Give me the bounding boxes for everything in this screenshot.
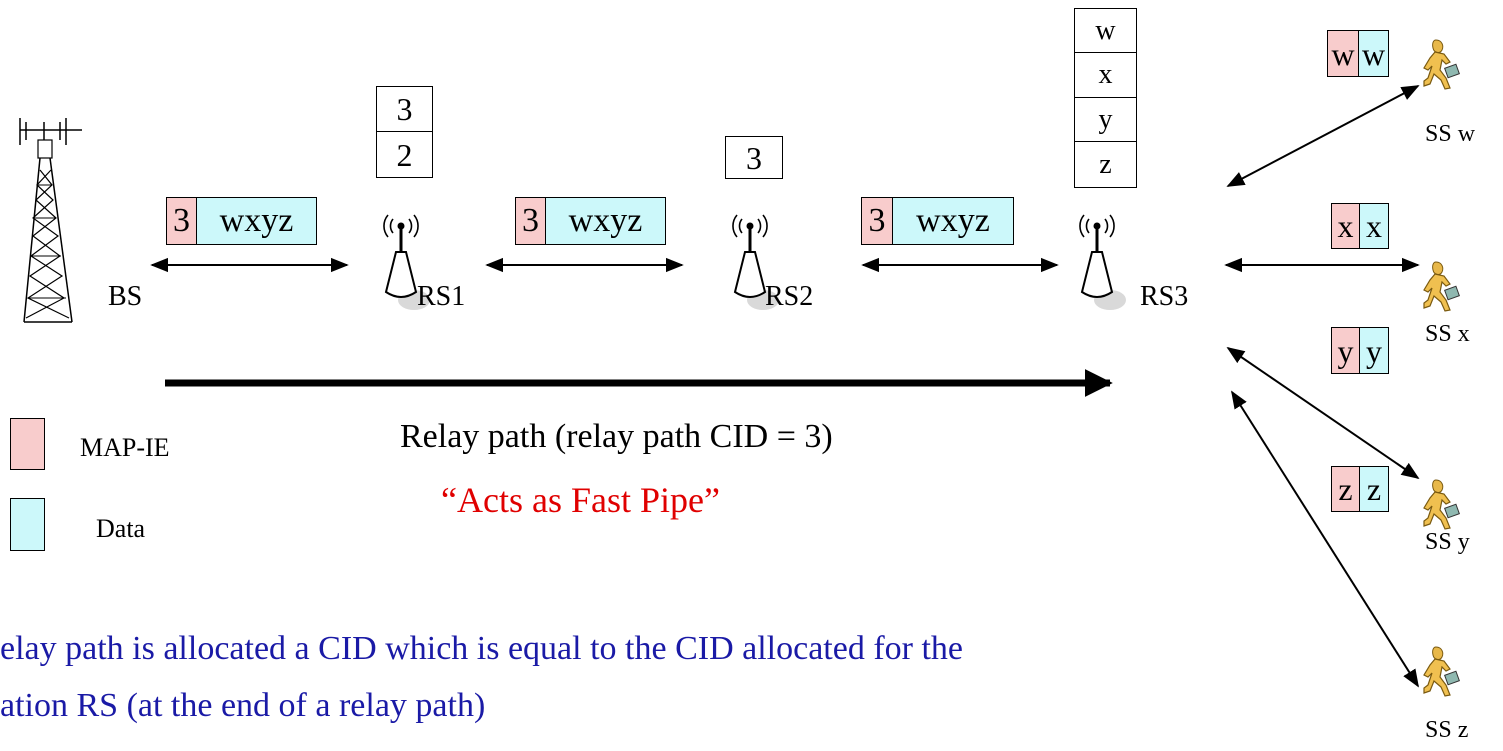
link-rs3-ssy-arrow — [1226, 346, 1420, 480]
subscriber-ssw-icon — [1423, 39, 1460, 90]
rs3-cid-stack-cell: y — [1074, 97, 1137, 142]
packet-map-ie-cid: 3 — [515, 197, 546, 245]
subscriber-ssy-icon — [1423, 479, 1460, 530]
rs3-cid-stack-cell: x — [1074, 52, 1137, 98]
bottom-note-line-2: ation RS (at the end of a relay path) — [0, 687, 486, 724]
packet-data-payload: wxyz — [545, 197, 666, 245]
base-station-tower-icon — [19, 118, 82, 323]
node-label-ssy: SS y — [1425, 529, 1470, 555]
link-rs3-ssz-arrow — [1231, 390, 1419, 688]
bottom-note-line-1: elay path is allocated a CID which is eq… — [0, 630, 964, 667]
legend-map-ie-label: MAP-IE — [80, 433, 170, 462]
packet-x-map-ie: x — [1331, 203, 1360, 249]
packet-z-map-ie: z — [1331, 466, 1360, 512]
rs2-cid-stack-cell: 3 — [725, 136, 783, 179]
packet-w-map-ie: w — [1327, 30, 1359, 77]
node-label-ssz: SS z — [1425, 717, 1469, 743]
rs1-cid-stack-cell: 2 — [376, 131, 433, 178]
node-label-bs: BS — [108, 281, 143, 312]
packet-w-data: w — [1358, 30, 1389, 77]
rs3-cid-stack-cell: z — [1074, 141, 1137, 188]
node-label-ssx: SS x — [1425, 321, 1470, 347]
packet-y-data: y — [1359, 327, 1389, 374]
relay-path-label: Relay path (relay path CID = 3) — [400, 418, 833, 455]
rs1-cid-stack-cell: 3 — [376, 86, 433, 132]
subscriber-ssz-icon — [1423, 646, 1460, 697]
node-label-ssw: SS w — [1425, 121, 1476, 147]
packet-data-payload: wxyz — [892, 197, 1014, 245]
link-rs3-ssw-arrow — [1226, 85, 1420, 187]
legend-data-label: Data — [96, 514, 146, 543]
packet-map-ie-cid: 3 — [166, 197, 197, 245]
packet-y-map-ie: y — [1331, 327, 1360, 374]
packet-x-data: x — [1359, 203, 1389, 249]
subscriber-ssx-icon — [1423, 261, 1460, 312]
relay-station-rs3-icon — [1078, 213, 1128, 312]
node-label-rs2: RS2 — [765, 281, 814, 312]
node-label-rs1: RS1 — [417, 281, 466, 312]
legend-data-swatch — [10, 498, 45, 551]
node-label-rs3: RS3 — [1140, 281, 1189, 312]
packet-z-data: z — [1359, 466, 1389, 512]
legend-map-ie-swatch — [10, 418, 45, 470]
fast-pipe-label: “Acts as Fast Pipe” — [441, 480, 720, 520]
rs3-cid-stack-cell: w — [1074, 8, 1137, 53]
packet-data-payload: wxyz — [196, 197, 317, 245]
packet-map-ie-cid: 3 — [861, 197, 893, 245]
